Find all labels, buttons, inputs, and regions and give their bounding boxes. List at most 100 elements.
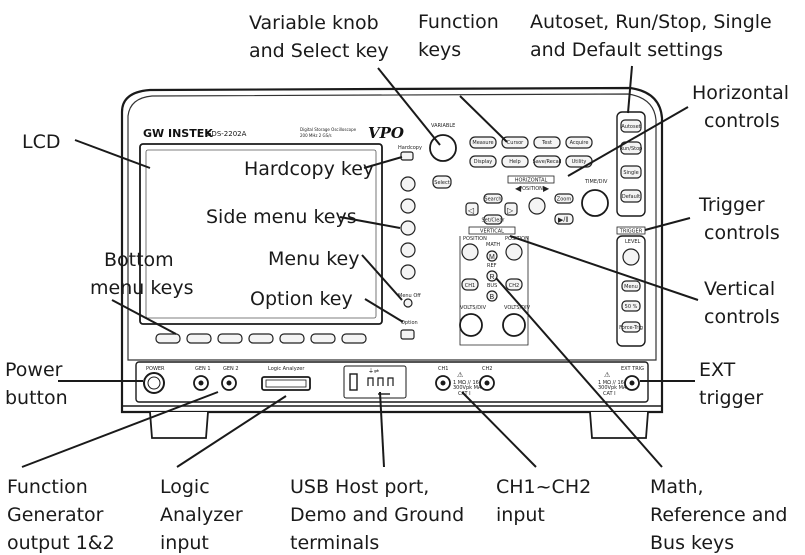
callout-side-menu: Side menu keys [206,206,357,228]
option-key[interactable] [400,329,415,340]
leader-bottom-menu [111,299,177,335]
play-pause-key[interactable] [554,213,574,225]
zoom-key[interactable] [554,193,574,204]
callout-ext-trigger-2: trigger [699,387,763,409]
save-recall-key-label: Save/Recall [533,159,562,165]
leader-menu-key [361,254,403,301]
single-key[interactable] [620,165,642,179]
power-button[interactable] [143,372,165,394]
callout-hardcopy: Hardcopy key [244,158,374,180]
ch2-volts-div-knob[interactable] [502,313,526,337]
autoset-key-label: Autoset [621,124,640,130]
horizontal-header [507,175,555,184]
ext-warning-line2: 300Vpk MAX [598,385,630,391]
autoset-key[interactable] [620,119,642,133]
model-subtitle-2: 200 MHz 2 GS/s [300,133,332,138]
save-recall-key[interactable] [533,155,561,168]
callout-bottom-menu-1: Bottom [104,249,174,271]
bottom-menu-key-6[interactable] [310,333,336,344]
side-menu-key-3[interactable] [400,220,416,236]
callout-power-1: Power [5,359,63,381]
test-key[interactable] [533,136,561,149]
option-label: Option [401,320,418,326]
vertical-frame [459,236,529,346]
ch1-volts-div-knob[interactable] [459,313,483,337]
demo-terminals[interactable] [367,377,394,386]
bottom-menu-key-3[interactable] [217,333,243,344]
bottom-menu-key-7[interactable] [341,333,367,344]
right-foot [589,411,649,439]
trigger-frame [616,235,646,347]
logic-analyzer-port[interactable] [261,376,311,391]
run-stop-key[interactable] [620,141,642,155]
utility-key-label: Utility [572,159,587,165]
time-div-knob[interactable] [581,189,609,217]
callout-vertical-1: Vertical [704,278,775,300]
ch1-key[interactable] [461,278,479,291]
ch-warning-line1: 1 MΩ // 16pF [453,380,485,386]
fifty-percent-key[interactable] [621,300,641,312]
left-arrow-icon: ◀ [515,184,522,193]
select-key[interactable] [432,175,452,189]
bottom-menu-key-4[interactable] [248,333,274,344]
callout-function-keys-1: Function [418,11,499,33]
bus-key-icon: B [490,294,495,301]
callout-usb-2: Demo and Ground [290,504,464,526]
side-menu-key-4[interactable] [400,242,416,258]
search-key[interactable] [483,193,503,204]
callout-logic-analyzer-2: Analyzer [160,504,243,526]
ch1-key-label: CH1 [465,283,475,289]
trigger-menu-key-label: Menu [624,284,638,290]
acquire-key[interactable] [565,136,593,149]
math-key[interactable] [486,250,498,262]
menu-key[interactable] [403,298,413,308]
horizontal-section: HORIZONTAL POSITION ◀ ▶ Search ◁ ▷ Set/C… [465,175,609,225]
ref-key-icon: R [490,274,495,281]
ext-trig-label: EXT TRIG [621,366,644,372]
measure-key[interactable] [469,136,497,149]
gen2-label: GEN 2 [223,366,239,372]
hardcopy-key[interactable] [400,151,414,161]
ch2-position-knob[interactable] [505,243,523,261]
ch1-input-label: CH1 [438,366,448,372]
usb-host-port[interactable] [349,373,358,391]
trigger-level-knob[interactable] [622,248,640,266]
zoom-key-label: Zoom [557,197,572,203]
force-trig-key[interactable] [621,321,641,333]
leader-variable-knob [377,67,441,146]
callout-ch-input-1: CH1~CH2 [496,476,591,498]
side-menu-key-2[interactable] [400,198,416,214]
leader-ch-input [461,391,537,468]
help-key[interactable] [501,155,529,168]
horizontal-position-knob[interactable] [528,197,546,215]
callout-autoset-1: Autoset, Run/Stop, Single [530,11,772,33]
callout-function-generator-1: Function [7,476,88,498]
search-right-key[interactable] [504,202,518,216]
leader-vertical [509,235,699,301]
power-label: POWER [146,366,165,372]
model-subtitle-1: Digital Storage Oscilloscope [300,127,357,132]
side-menu-key-5[interactable] [400,264,416,280]
search-left-key[interactable] [465,202,479,216]
bottom-menu-key-2[interactable] [186,333,212,344]
trigger-header [616,226,646,235]
trigger-menu-key[interactable] [621,280,641,292]
cursor-key[interactable] [501,136,529,149]
leader-side-menu [339,216,401,229]
bottom-menu-key-5[interactable] [279,333,305,344]
set-clear-key[interactable] [483,214,503,225]
default-key-label: Default [622,194,640,200]
display-key[interactable] [469,155,497,168]
bus-key[interactable] [486,290,498,302]
ch2-key[interactable] [505,278,523,291]
callout-math-ref-bus-3: Bus keys [650,532,734,554]
bottom-menu-key-1[interactable] [155,333,181,344]
function-keys: Measure Cursor Test Acquire Display Help… [469,136,593,168]
ch1-position-knob[interactable] [461,243,479,261]
callout-trigger-1: Trigger [698,194,765,216]
callout-function-keys-2: keys [418,39,461,61]
single-key-label: Single [623,170,638,176]
side-menu-key-1[interactable] [400,176,416,192]
ref-key[interactable] [486,270,498,282]
default-key[interactable] [620,189,642,203]
